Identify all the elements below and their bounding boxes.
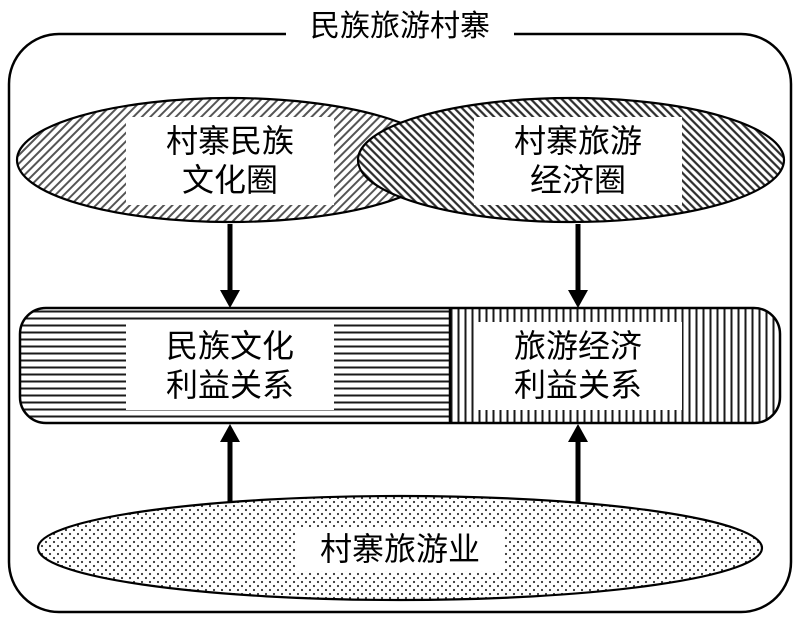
economy-circle-label-box (474, 117, 682, 205)
economy-circle-label-line1: 村寨旅游 (514, 122, 642, 160)
tourism-industry-label: 村寨旅游业 (320, 530, 480, 568)
diagram-title: 民族旅游村寨 (310, 9, 490, 44)
economy-circle-label-line2: 经济圈 (530, 161, 626, 199)
title-background (286, 6, 514, 56)
culture-interest-label-line1: 民族文化 (166, 327, 294, 365)
economy-interest-label-line2: 利益关系 (514, 366, 642, 404)
culture-circle-label-box (126, 117, 334, 205)
arrow-culture-circle-to-interest (220, 224, 240, 308)
culture-interest-label-line2: 利益关系 (166, 366, 294, 404)
arrow-economy-circle-to-interest (568, 224, 588, 308)
arrow-tourism-to-economy-interest (568, 424, 588, 503)
arrow-tourism-to-culture-interest (220, 424, 240, 503)
tourism-industry-label-box (296, 527, 504, 571)
economy-interest-label-line1: 旅游经济 (514, 327, 642, 365)
culture-interest-label-box (126, 322, 334, 410)
economy-interest-label-box (474, 322, 682, 410)
culture-circle-label-line1: 村寨民族 (166, 122, 294, 160)
interest-bar-border (18, 306, 782, 425)
culture-circle-label-line2: 文化圈 (182, 161, 278, 199)
